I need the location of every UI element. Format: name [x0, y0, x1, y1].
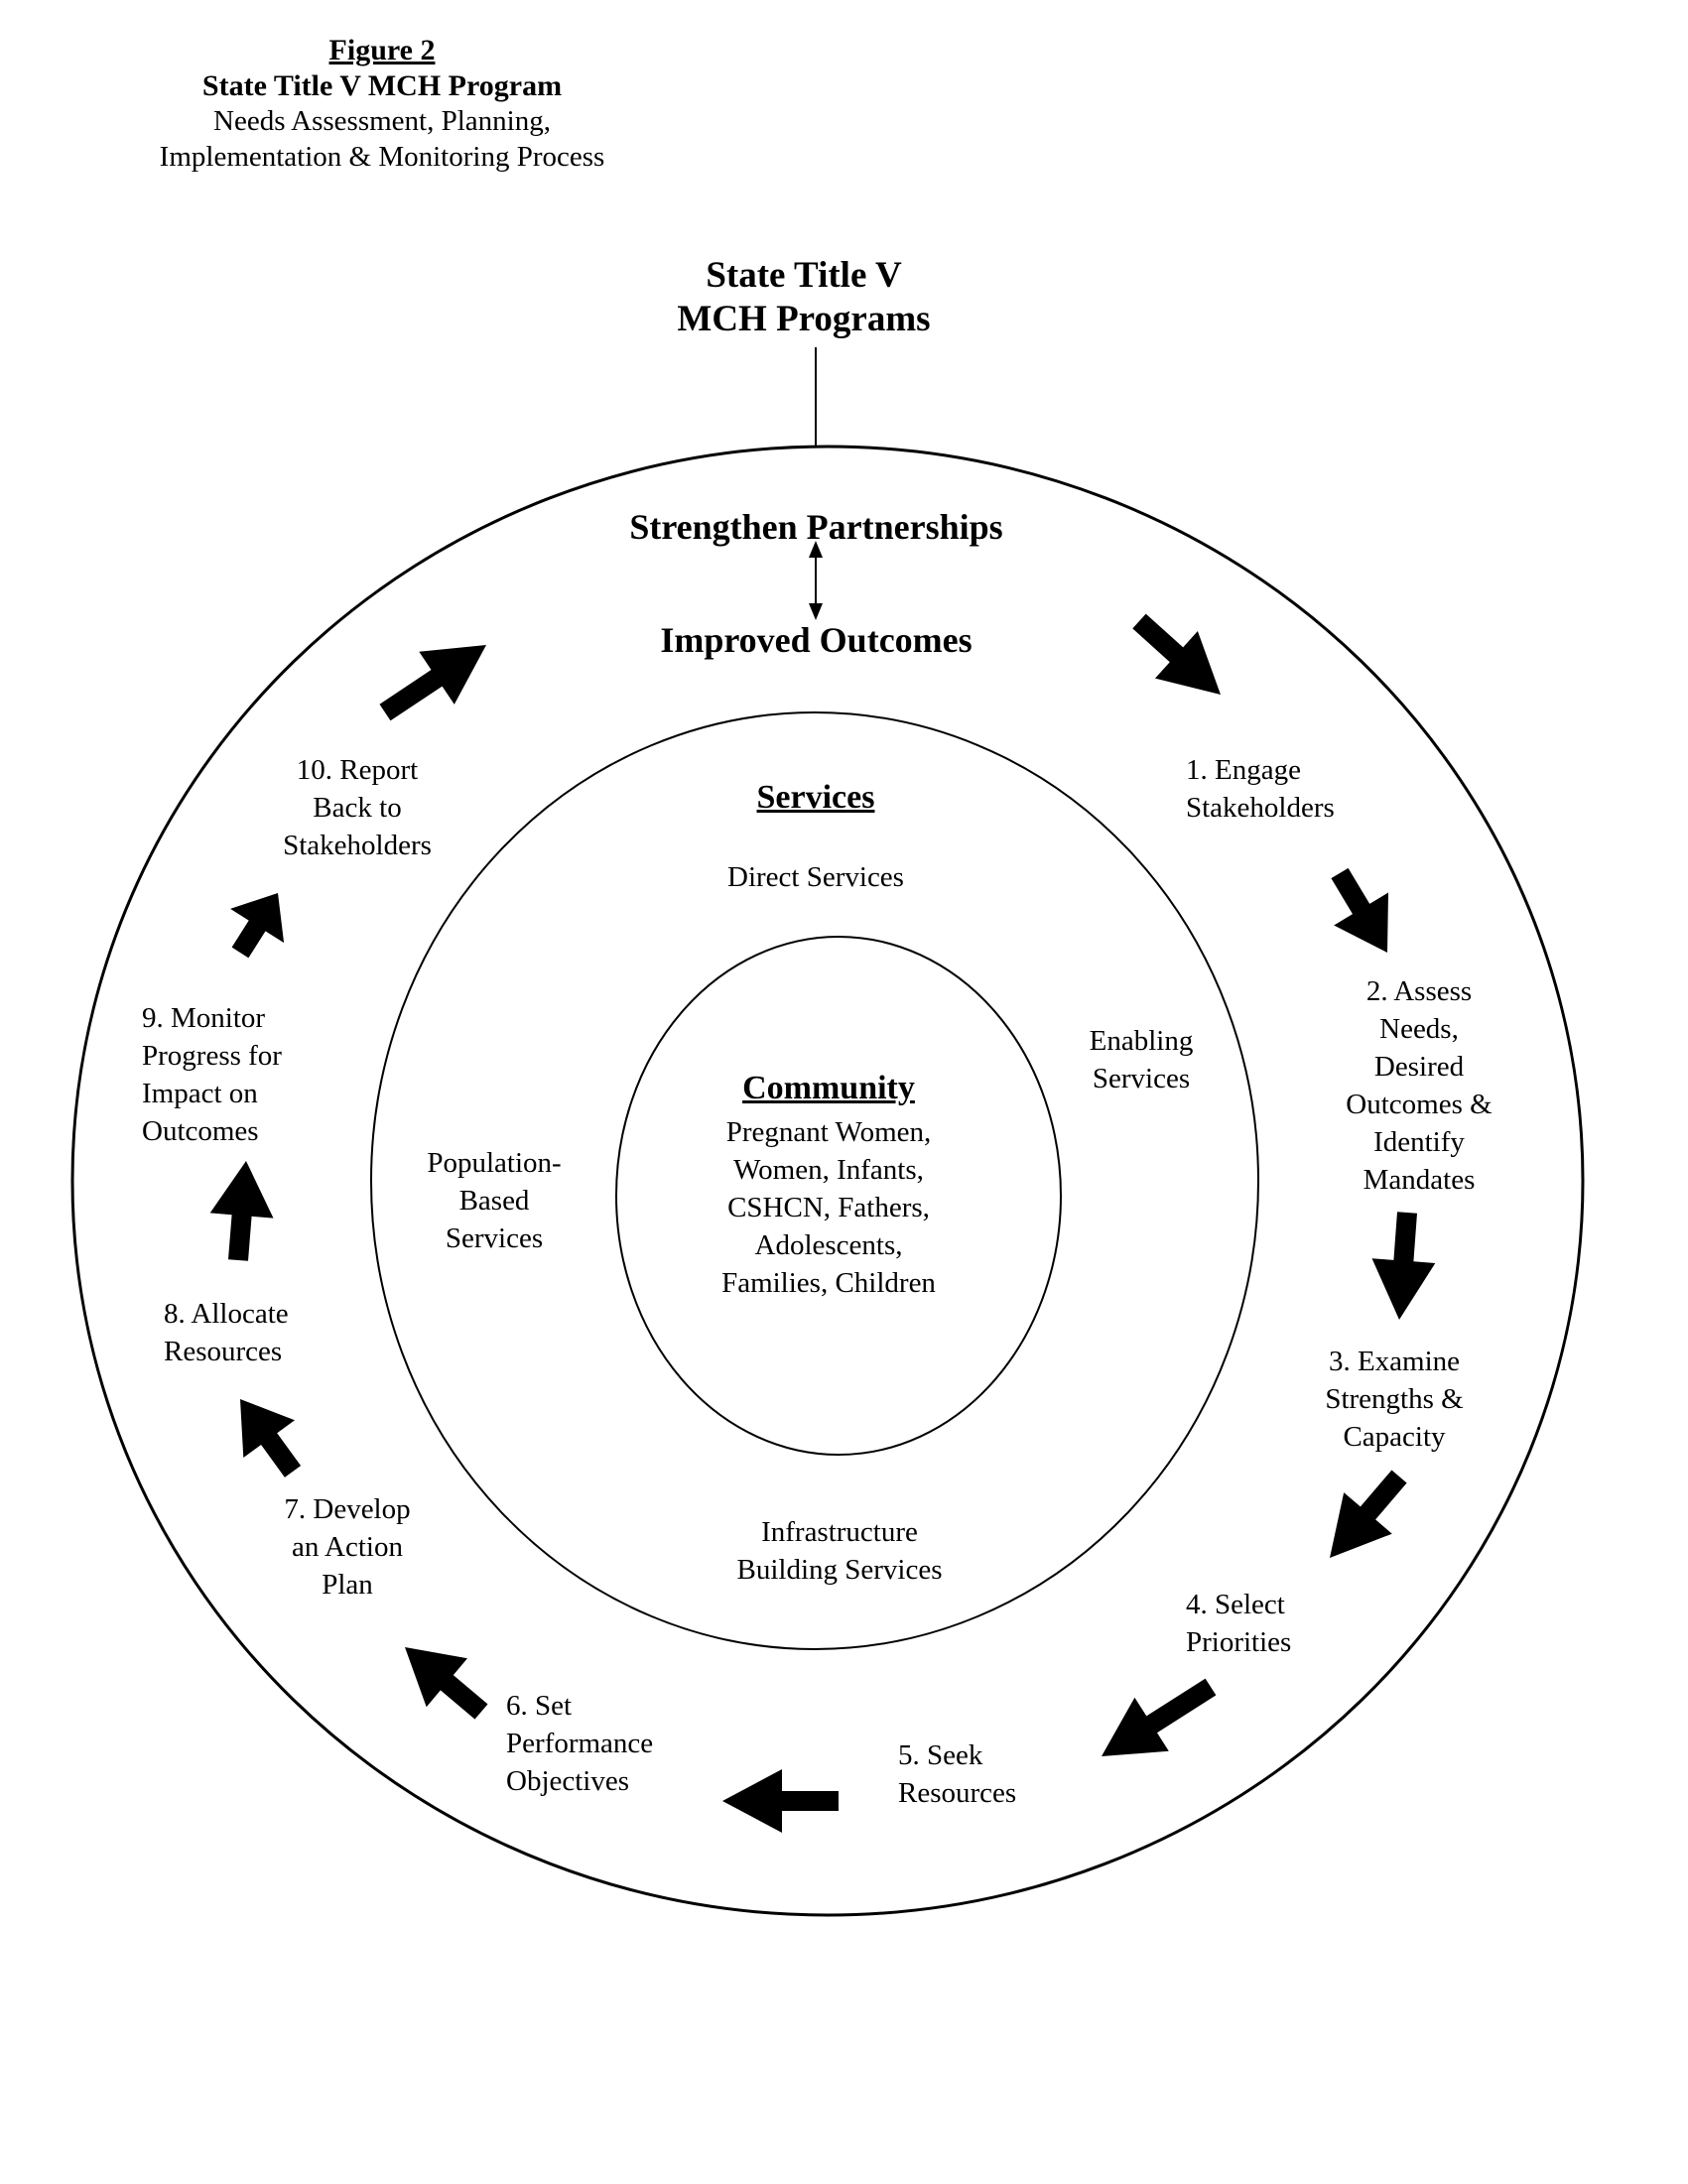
figure-subtitle: Needs Assessment, Planning, Implementati…: [109, 103, 655, 175]
step-line: 3. Examine: [1328, 1346, 1461, 1377]
cycle-arrow-icon: [1132, 613, 1221, 695]
improved-outcomes-label: Improved Outcomes: [660, 620, 973, 660]
step-2-assess-needs: 2. Assess Needs, Desired Outcomes & Iden…: [1320, 972, 1518, 1199]
community-line: Pregnant Women,: [725, 1116, 932, 1148]
cycle-arrow-icon: [379, 645, 486, 721]
community-heading: Community: [742, 1070, 915, 1106]
community-line: CSHCN, Fathers,: [727, 1192, 930, 1223]
step-4-select-priorities: 4. Select Priorities: [1186, 1586, 1291, 1661]
infrastructure-building-services-label: Infrastructure Building Services: [691, 1513, 988, 1589]
step-line: 5. Seek: [898, 1739, 983, 1771]
step-line: Needs,: [1379, 1013, 1459, 1045]
step-7-develop-action-plan: 7. Develop an Action Plan: [248, 1490, 447, 1604]
step-8-allocate-resources: 8. Allocate Resources: [164, 1295, 289, 1370]
step-10-report-back: 10. Report Back to Stakeholders: [258, 751, 456, 864]
top-node-line: State Title V: [706, 255, 902, 296]
step-line: 8. Allocate: [164, 1298, 289, 1330]
services-line: Infrastructure: [761, 1516, 918, 1548]
cycle-arrow-icon: [209, 1161, 274, 1261]
figure-title: State Title V MCH Program: [201, 69, 563, 102]
step-line: Strengths &: [1325, 1383, 1464, 1415]
step-line: Stakeholders: [283, 830, 432, 861]
community-members-list: Pregnant Women, Women, Infants, CSHCN, F…: [680, 1113, 977, 1302]
services-line: Based: [458, 1185, 530, 1217]
step-line: Outcomes &: [1346, 1089, 1493, 1120]
strengthen-partnerships-label: Strengthen Partnerships: [629, 507, 1003, 547]
top-node-line: MCH Programs: [677, 299, 931, 339]
figure-subtitle-line: Implementation & Monitoring Process: [159, 141, 605, 173]
step-line: Outcomes: [142, 1115, 259, 1147]
step-line: Objectives: [506, 1765, 630, 1797]
step-line: Identify: [1373, 1126, 1465, 1158]
step-line: 6. Set: [506, 1690, 573, 1722]
step-9-monitor-progress: 9. Monitor Progress for Impact on Outcom…: [142, 999, 282, 1150]
step-3-examine-strengths: 3. Examine Strengths & Capacity: [1295, 1343, 1493, 1456]
step-line: Capacity: [1343, 1421, 1446, 1453]
step-line: Desired: [1373, 1051, 1465, 1083]
step-line: Stakeholders: [1186, 792, 1335, 824]
figure-label: Figure 2: [328, 34, 436, 66]
outer-ring: [70, 445, 1585, 1917]
step-line: 4. Select: [1186, 1589, 1285, 1620]
cycle-arrow-icon: [240, 1399, 302, 1477]
step-6-set-objectives: 6. Set Performance Objectives: [506, 1687, 653, 1800]
direct-services-label: Direct Services: [727, 861, 904, 893]
step-line: an Action: [292, 1531, 403, 1563]
step-line: Resources: [164, 1336, 283, 1367]
community-line: Families, Children: [721, 1267, 936, 1299]
step-line: Impact on: [142, 1078, 258, 1109]
step-line: 10. Report: [296, 754, 419, 786]
step-line: Resources: [898, 1777, 1017, 1809]
cycle-arrow-icon: [405, 1647, 488, 1720]
step-1-engage-stakeholders: 1. Engage Stakeholders: [1186, 751, 1335, 827]
services-line: Services: [445, 1222, 544, 1254]
services-line: Population-: [427, 1147, 562, 1179]
step-line: 7. Develop: [284, 1493, 411, 1525]
community-line: Women, Infants,: [733, 1154, 924, 1186]
cycle-arrow-icon: [1330, 1470, 1407, 1558]
enabling-services-label: Enabling Services: [1042, 1022, 1240, 1097]
step-line: Mandates: [1363, 1164, 1476, 1196]
services-line: Building Services: [736, 1554, 943, 1586]
cycle-arrow-icon: [1331, 867, 1388, 953]
step-line: 1. Engage: [1186, 754, 1301, 786]
cycle-arrow-icon: [230, 893, 285, 959]
services-line: Services: [1092, 1063, 1191, 1094]
step-line: Plan: [322, 1569, 373, 1601]
cycle-arrow-icon: [722, 1769, 839, 1833]
step-5-seek-resources: 5. Seek Resources: [898, 1736, 1016, 1812]
step-line: Back to: [313, 792, 402, 824]
services-line: Enabling: [1089, 1025, 1194, 1057]
step-line: Progress for: [142, 1040, 282, 1072]
step-line: 2. Assess: [1365, 975, 1473, 1007]
cycle-arrow-icon: [1102, 1678, 1217, 1756]
services-ring: [370, 711, 1259, 1650]
top-node-label: State Title V MCH Programs: [556, 254, 1052, 341]
figure-subtitle-line: Needs Assessment, Planning,: [213, 105, 551, 137]
step-line: Performance: [506, 1728, 654, 1759]
double-arrow-icon: [809, 541, 823, 620]
step-line: Priorities: [1186, 1626, 1292, 1658]
community-line: Adolescents,: [754, 1229, 903, 1261]
population-based-services-label: Population- Based Services: [395, 1144, 593, 1257]
services-heading: Services: [756, 779, 875, 816]
step-line: 9. Monitor: [142, 1002, 266, 1034]
cycle-arrow-icon: [1371, 1212, 1436, 1320]
community-ellipse: [615, 936, 1062, 1456]
